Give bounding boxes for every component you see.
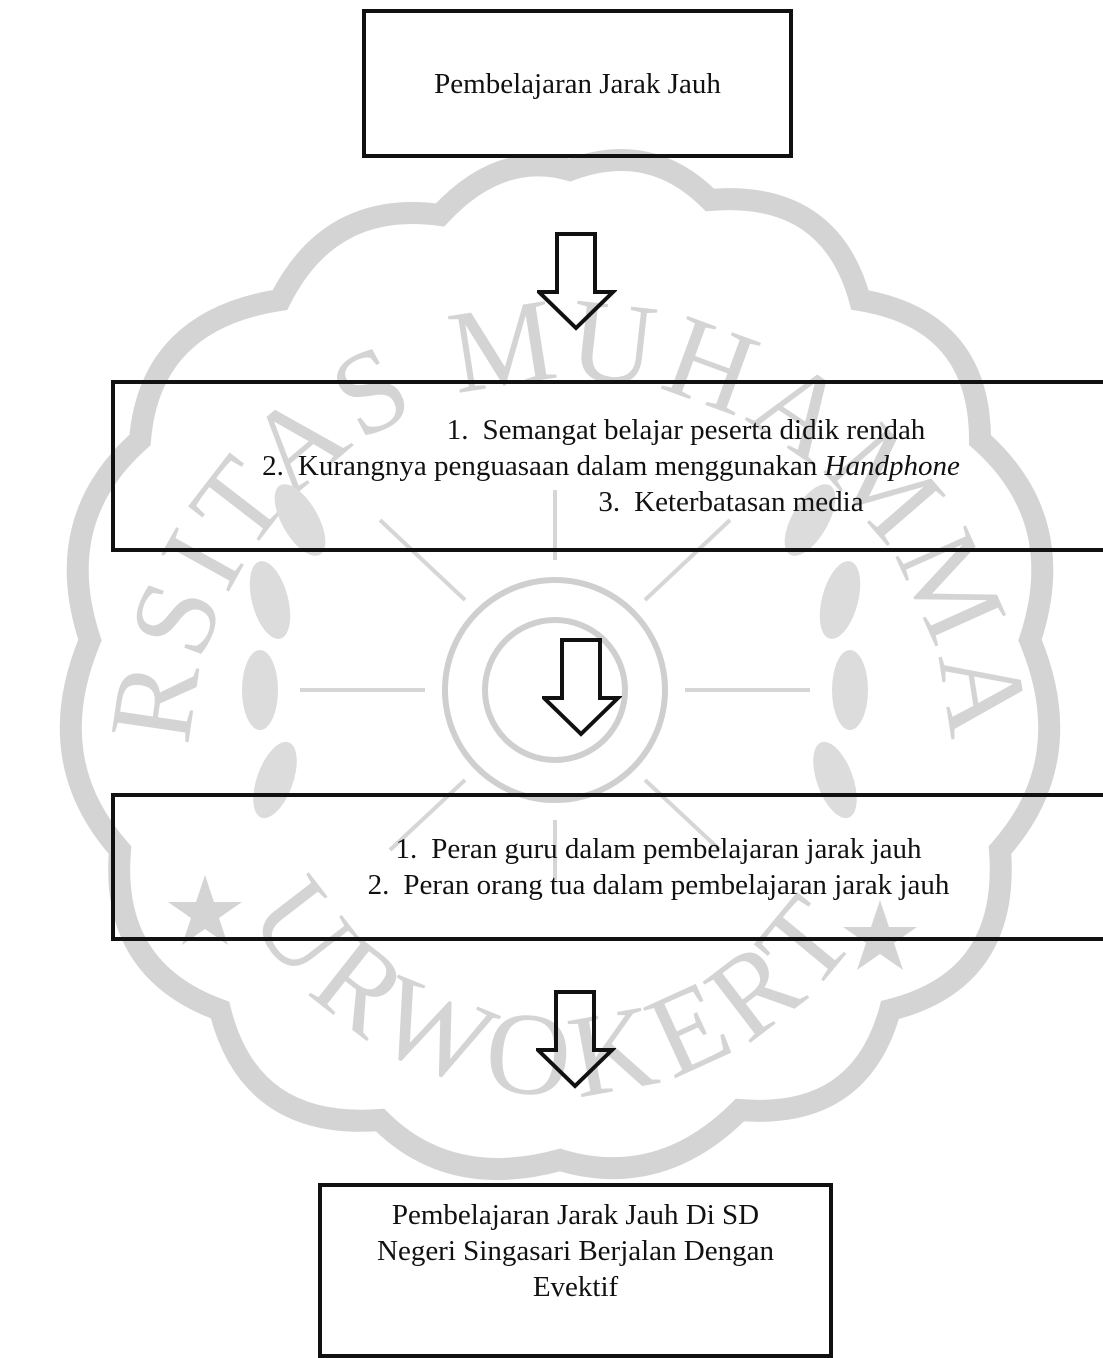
- down-arrow-icon: [537, 232, 617, 331]
- result-line: Negeri Singasari Berjalan Dengan: [377, 1235, 774, 1267]
- down-arrow-icon: [542, 638, 622, 737]
- start-box: Pembelajaran Jarak Jauh: [362, 9, 793, 158]
- result-line: Pembelajaran Jarak Jauh Di SD: [391, 1199, 760, 1231]
- down-arrow-icon: [536, 990, 616, 1089]
- role-item: 2.Peran orang tua dalam pembelajaran jar…: [367, 869, 950, 901]
- result-line: Evektif: [532, 1271, 619, 1303]
- role-item: 1.Peran guru dalam pembelajaran jarak ja…: [395, 833, 922, 865]
- problem-item: 3.Keterbatasan media: [598, 486, 864, 518]
- problem-item: 1.Semangat belajar peserta didik rendah: [446, 414, 926, 446]
- problems-box: 1.Semangat belajar peserta didik rendah …: [111, 380, 1103, 552]
- result-box: Pembelajaran Jarak Jauh Di SD Negeri Sin…: [318, 1183, 833, 1358]
- start-box-label: Pembelajaran Jarak Jauh: [434, 67, 721, 100]
- roles-box: 1.Peran guru dalam pembelajaran jarak ja…: [111, 793, 1103, 941]
- problem-item: 2.Kurangnya penguasaan dalam menggunakan…: [262, 450, 960, 482]
